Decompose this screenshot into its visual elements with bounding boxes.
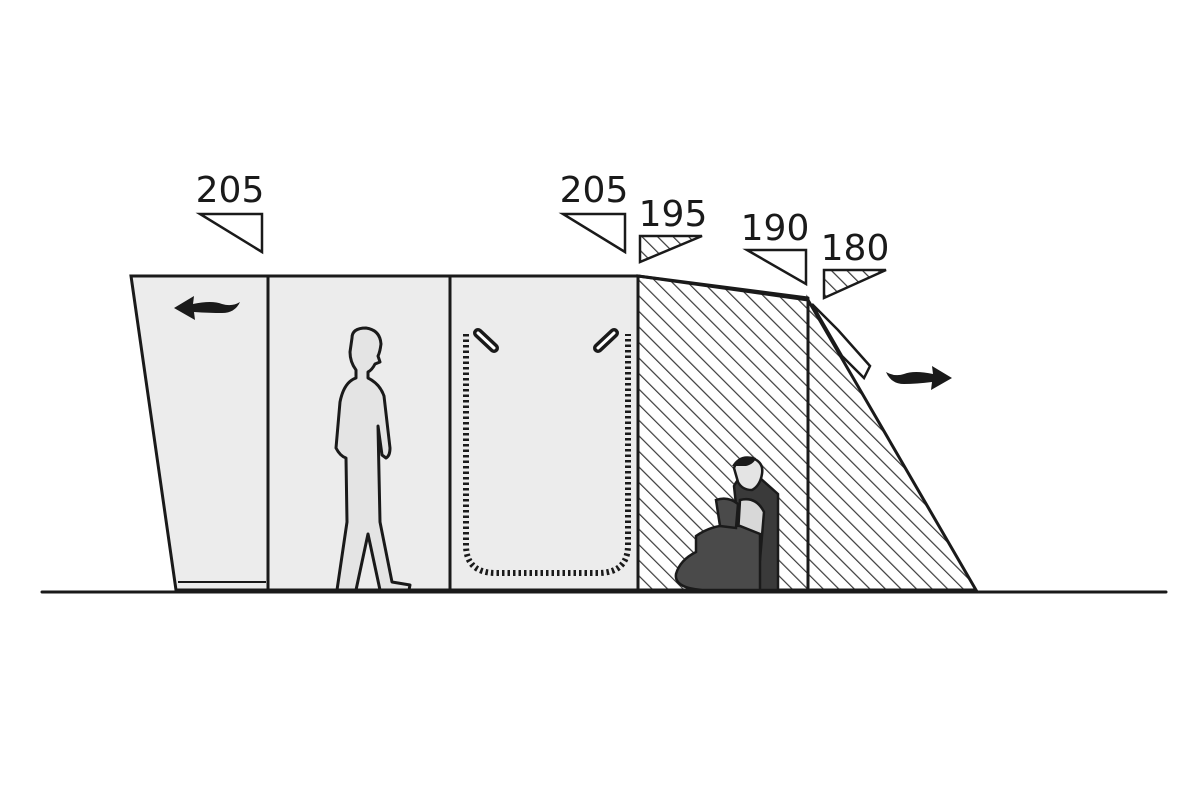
height-marker-canopy-mid <box>742 248 808 287</box>
height-label-canopy-inner: 195 <box>639 194 708 235</box>
left-end-panel <box>129 274 270 592</box>
door-toggle-icon <box>473 328 499 353</box>
height-label-front: 205 <box>560 170 629 211</box>
height-marker-left-end <box>195 212 264 255</box>
arrow-right-icon <box>886 366 952 390</box>
height-label-left-end: 205 <box>196 170 265 211</box>
height-label-canopy-mid: 190 <box>741 208 810 249</box>
height-marker-front <box>558 212 627 255</box>
standing-person-icon <box>334 326 412 592</box>
arrow-left-icon <box>174 296 240 320</box>
door-toggle-icon <box>593 328 619 353</box>
canopy-side-flap <box>810 303 872 381</box>
canopy-outer-panel <box>806 294 979 592</box>
height-label-canopy-outer: 180 <box>821 228 890 269</box>
canopy-roof-line <box>636 274 810 300</box>
front-door-panel <box>448 274 640 592</box>
seated-person-icon <box>674 456 780 592</box>
height-marker-canopy-inner <box>638 234 703 264</box>
height-marker-canopy-outer <box>822 268 887 300</box>
door-zip-outline <box>463 334 631 576</box>
